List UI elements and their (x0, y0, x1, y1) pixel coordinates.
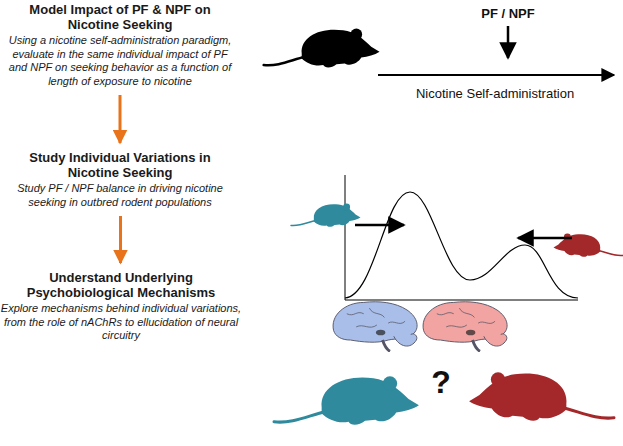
brain-illustration (423, 302, 507, 352)
step-heading: Model Impact of PF & NPF on Nicotine See… (2, 2, 238, 32)
shift-arrow (355, 224, 404, 227)
distribution-curve (345, 192, 578, 298)
timeline-arrow (378, 74, 614, 76)
step-block: Understand Underlying Psychobiological M… (0, 270, 242, 343)
flow-arrow (119, 216, 122, 263)
brain-illustration (333, 302, 417, 352)
question-mark: ? (431, 364, 451, 401)
flow-arrow (119, 95, 122, 143)
rat-silhouette (274, 376, 419, 425)
x-axis (345, 300, 578, 301)
rat-silhouette (291, 204, 361, 227)
step-description: Explore mechanisms behind individual var… (0, 302, 242, 343)
step-description: Study PF / NPF balance in driving nicoti… (2, 182, 238, 209)
annotation-label: Nicotine Self-administration (416, 86, 574, 101)
intervention-arrow (507, 26, 510, 58)
rat-silhouette (469, 372, 614, 421)
step-description: Using a nicotine self-administration par… (2, 34, 238, 88)
annotation-label: PF / NPF (481, 6, 534, 21)
step-heading: Study Individual Variations in Nicotine … (2, 150, 238, 180)
step-heading: Understand Underlying Psychobiological M… (0, 270, 242, 300)
y-axis (345, 175, 346, 300)
step-block: Study Individual Variations in Nicotine … (2, 150, 238, 209)
rat-silhouette (264, 29, 380, 68)
step-block: Model Impact of PF & NPF on Nicotine See… (2, 2, 238, 88)
shift-arrow (518, 237, 572, 240)
